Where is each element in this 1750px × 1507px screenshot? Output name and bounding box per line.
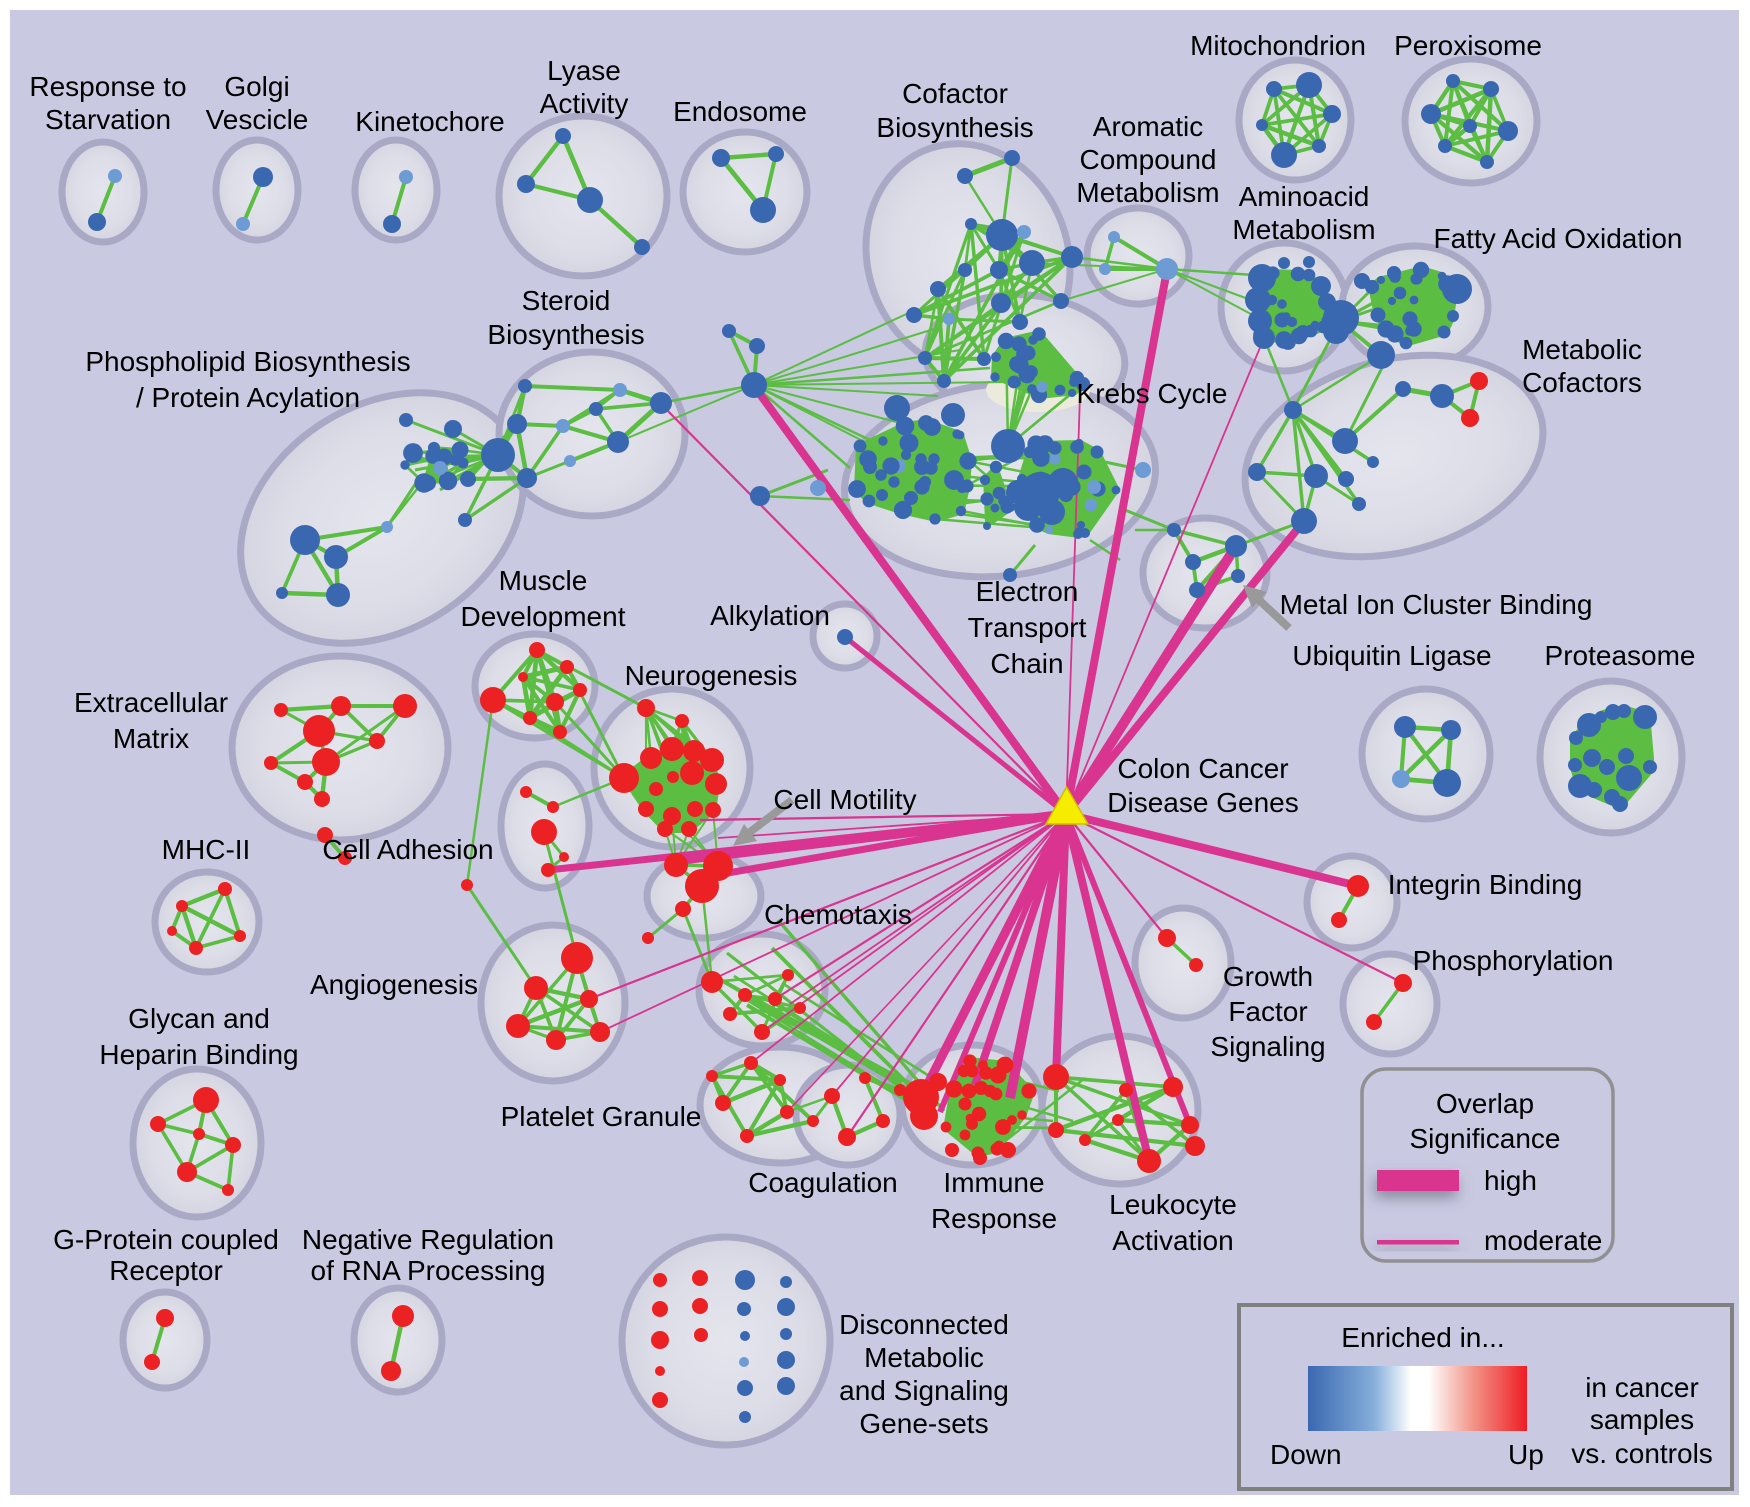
svg-text:vs. controls: vs. controls xyxy=(1571,1438,1713,1469)
svg-text:MHC-II: MHC-II xyxy=(162,834,251,865)
svg-text:Response to: Response to xyxy=(29,71,186,102)
svg-text:Coagulation: Coagulation xyxy=(748,1167,897,1198)
svg-text:high: high xyxy=(1484,1165,1537,1196)
svg-text:Compound: Compound xyxy=(1080,144,1217,175)
svg-text:Transport: Transport xyxy=(968,612,1087,643)
svg-text:samples: samples xyxy=(1590,1404,1694,1435)
svg-text:Cofactor: Cofactor xyxy=(902,78,1008,109)
svg-text:Activation: Activation xyxy=(1112,1225,1233,1256)
svg-text:Immune: Immune xyxy=(943,1167,1044,1198)
svg-text:Neurogenesis: Neurogenesis xyxy=(625,660,798,691)
svg-text:Chain: Chain xyxy=(990,648,1063,679)
svg-text:Fatty Acid Oxidation: Fatty Acid Oxidation xyxy=(1433,223,1682,254)
svg-text:Steroid: Steroid xyxy=(522,285,611,316)
svg-text:Cell Adhesion: Cell Adhesion xyxy=(322,834,493,865)
svg-text:Development: Development xyxy=(461,601,626,632)
svg-text:Factor: Factor xyxy=(1228,996,1307,1027)
svg-text:Leukocyte: Leukocyte xyxy=(1109,1189,1237,1220)
svg-text:Platelet Granule: Platelet Granule xyxy=(501,1101,702,1132)
svg-text:Growth: Growth xyxy=(1223,961,1313,992)
svg-text:Enriched in...: Enriched in... xyxy=(1341,1322,1504,1353)
svg-text:G-Protein coupled: G-Protein coupled xyxy=(53,1224,279,1255)
svg-text:Mitochondrion: Mitochondrion xyxy=(1190,30,1366,61)
svg-text:Metabolism: Metabolism xyxy=(1076,177,1219,208)
svg-text:Up: Up xyxy=(1508,1439,1544,1470)
svg-text:Biosynthesis: Biosynthesis xyxy=(876,112,1033,143)
svg-text:Endosome: Endosome xyxy=(673,96,807,127)
svg-text:Alkylation: Alkylation xyxy=(710,600,830,631)
svg-text:Colon Cancer: Colon Cancer xyxy=(1117,753,1288,784)
svg-text:Biosynthesis: Biosynthesis xyxy=(487,319,644,350)
svg-text:Muscle: Muscle xyxy=(499,565,588,596)
svg-text:Heparin Binding: Heparin Binding xyxy=(99,1039,298,1070)
svg-text:Matrix: Matrix xyxy=(113,723,189,754)
svg-text:Metabolic: Metabolic xyxy=(1522,334,1642,365)
svg-text:Krebs Cycle: Krebs Cycle xyxy=(1077,378,1228,409)
svg-text:Significance: Significance xyxy=(1410,1123,1561,1154)
svg-text:Vescicle: Vescicle xyxy=(206,104,309,135)
svg-text:in cancer: in cancer xyxy=(1585,1372,1699,1403)
svg-text:Receptor: Receptor xyxy=(109,1255,223,1286)
svg-text:Activity: Activity xyxy=(540,88,629,119)
svg-text:Overlap: Overlap xyxy=(1436,1088,1534,1119)
svg-text:Down: Down xyxy=(1270,1439,1342,1470)
svg-text:and Signaling: and Signaling xyxy=(839,1375,1009,1406)
svg-text:Electron: Electron xyxy=(976,576,1079,607)
svg-text:of RNA Processing: of RNA Processing xyxy=(311,1255,546,1286)
svg-text:Cofactors: Cofactors xyxy=(1522,367,1642,398)
svg-text:Disease Genes: Disease Genes xyxy=(1107,787,1298,818)
svg-text:Disconnected: Disconnected xyxy=(839,1309,1009,1340)
svg-text:moderate: moderate xyxy=(1484,1225,1602,1256)
svg-text:Response: Response xyxy=(931,1203,1057,1234)
svg-text:Aromatic: Aromatic xyxy=(1093,111,1203,142)
svg-text:Aminoacid: Aminoacid xyxy=(1239,181,1370,212)
svg-text:Starvation: Starvation xyxy=(45,104,171,135)
svg-text:Angiogenesis: Angiogenesis xyxy=(310,969,478,1000)
svg-text:Phosphorylation: Phosphorylation xyxy=(1413,945,1614,976)
svg-text:Lyase: Lyase xyxy=(547,55,621,86)
svg-text:/ Protein Acylation: / Protein Acylation xyxy=(136,382,360,413)
svg-text:Chemotaxis: Chemotaxis xyxy=(764,899,912,930)
svg-text:Golgi: Golgi xyxy=(224,71,289,102)
svg-text:Proteasome: Proteasome xyxy=(1545,640,1696,671)
svg-text:Metal Ion Cluster Binding: Metal Ion Cluster Binding xyxy=(1280,589,1593,620)
svg-text:Ubiquitin Ligase: Ubiquitin Ligase xyxy=(1292,640,1491,671)
svg-text:Integrin Binding: Integrin Binding xyxy=(1388,869,1583,900)
svg-text:Extracellular: Extracellular xyxy=(74,687,228,718)
svg-text:Negative Regulation: Negative Regulation xyxy=(302,1224,554,1255)
svg-text:Gene-sets: Gene-sets xyxy=(859,1408,988,1439)
svg-text:Metabolic: Metabolic xyxy=(864,1342,984,1373)
svg-text:Phospholipid Biosynthesis: Phospholipid Biosynthesis xyxy=(85,346,410,377)
svg-text:Peroxisome: Peroxisome xyxy=(1394,30,1542,61)
svg-text:Glycan and: Glycan and xyxy=(128,1003,270,1034)
svg-text:Metabolism: Metabolism xyxy=(1232,214,1375,245)
svg-text:Kinetochore: Kinetochore xyxy=(355,106,504,137)
svg-text:Signaling: Signaling xyxy=(1210,1031,1325,1062)
svg-text:Cell Motility: Cell Motility xyxy=(773,784,916,815)
